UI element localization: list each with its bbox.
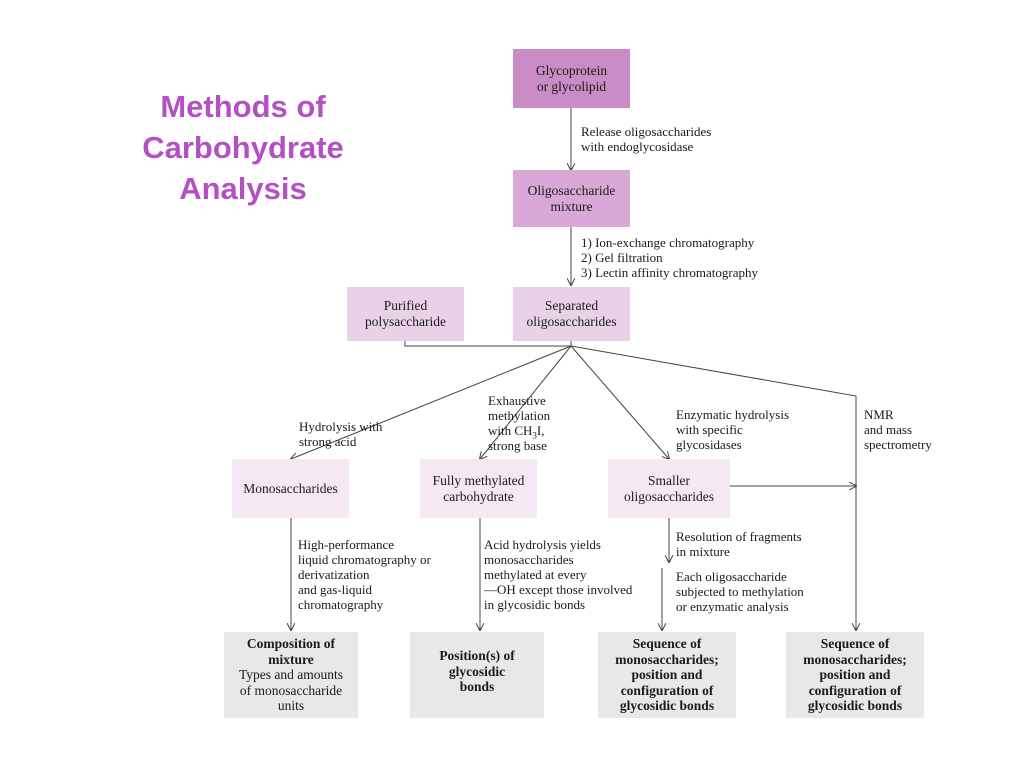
box-smaller-oligosaccharides: Smaller oligosaccharides <box>608 459 730 518</box>
label-line: Resolution of fragments <box>676 529 802 544</box>
connector-purified <box>404 341 571 347</box>
label-line: liquid chromatography or <box>298 552 431 567</box>
title-line: Methods of <box>160 89 326 124</box>
result-text: Position(s) of <box>439 648 515 663</box>
result-text: bonds <box>459 679 495 694</box>
result-text: glycosidic <box>448 663 506 679</box>
label-line: derivatization <box>298 567 370 582</box>
label-line: spectrometry <box>864 437 932 452</box>
diagram-title: Methods of Carbohydrate Analysis <box>118 86 368 209</box>
label-acid-hydrolysis: Acid hydrolysis yields monosaccharides m… <box>484 537 632 612</box>
label-line: methylation <box>488 408 551 423</box>
label-fragment: with CH <box>488 423 533 438</box>
label-line: chromatography <box>298 597 384 612</box>
box-purified-polysaccharide: Purified polysaccharide <box>347 287 464 341</box>
label-subscript: 3 <box>532 430 537 441</box>
label-line: strong base <box>488 438 547 453</box>
box-text: oligosaccharides <box>526 314 617 329</box>
label-nmr: NMR and mass spectrometry <box>864 407 932 452</box>
box-text: Smaller <box>648 472 690 488</box>
label-line: monosaccharides <box>484 552 574 567</box>
title-line: Analysis <box>179 171 307 206</box>
result-detail: units <box>277 698 305 714</box>
result-text: Sequence of <box>632 636 702 652</box>
box-text: Oligosaccharide <box>527 182 616 198</box>
result-text: glycosidic bonds <box>807 698 903 714</box>
label-exhaustive-methylation: Exhaustive methylation with CH3I, strong… <box>488 393 550 453</box>
label-line: with CH3I, <box>488 423 550 441</box>
result-detail: of monosaccharide <box>239 682 343 698</box>
label-line: and gas-liquid <box>298 582 373 597</box>
box-text: Fully methylated <box>432 472 525 488</box>
label-fragment: I, <box>536 423 545 438</box>
arrow-enzymatic <box>570 345 669 459</box>
title-line: Carbohydrate <box>142 130 344 165</box>
label-line: methylated at every <box>484 567 587 582</box>
box-text: polysaccharide <box>365 314 446 329</box>
label-line: 3) Lectin affinity chromatography <box>581 265 759 280</box>
box-text: mixture <box>550 198 593 214</box>
result-text: configuration of <box>620 682 714 698</box>
label-line: Hydrolysis with <box>299 419 383 434</box>
result-text: Composition of <box>246 636 336 652</box>
label-release: Release oligosaccharides with endoglycos… <box>581 124 711 154</box>
result-text: position and <box>631 667 703 683</box>
label-line: Exhaustive <box>488 393 546 408</box>
label-line: or enzymatic analysis <box>676 599 789 614</box>
box-oligosaccharide-mixture: Oligosaccharide mixture <box>513 170 630 227</box>
label-line: subjected to methylation <box>676 584 804 599</box>
label-line: 2) Gel filtration <box>581 250 663 265</box>
label-hplc: High-performance liquid chromatography o… <box>298 537 431 612</box>
box-text: Separated <box>544 298 599 313</box>
result-detail: Types and amounts <box>238 667 344 683</box>
result-sequence-1: Sequence of monosaccharides; position an… <box>598 632 736 718</box>
box-text: Glycoprotein <box>535 62 608 78</box>
label-line: in glycosidic bonds <box>484 597 586 612</box>
box-text: or glycolipid <box>536 78 607 94</box>
label-line: in mixture <box>676 544 730 559</box>
label-resolution: Resolution of fragments in mixture <box>676 529 802 559</box>
label-line: Each oligosaccharide <box>676 569 787 584</box>
label-hydrolysis: Hydrolysis with strong acid <box>299 419 382 449</box>
label-enzymatic: Enzymatic hydrolysis with specific glyco… <box>676 407 789 452</box>
label-line: Enzymatic hydrolysis <box>676 407 790 422</box>
label-line: and mass <box>864 422 913 437</box>
label-line: with endoglycosidase <box>581 139 694 154</box>
box-monosaccharides: Monosaccharides <box>232 459 349 518</box>
arrow-methylation <box>480 345 572 459</box>
result-text: configuration of <box>808 682 902 698</box>
box-text: Purified <box>383 298 428 313</box>
label-line: —OH except those involved <box>484 582 633 597</box>
label-each-oligosaccharide: Each oligosaccharide subjected to methyl… <box>676 569 804 614</box>
box-glycoprotein: Glycoprotein or glycolipid <box>513 49 630 108</box>
label-line: glycosidases <box>676 437 742 452</box>
label-line: High-performance <box>298 537 395 552</box>
label-line: strong acid <box>299 434 357 449</box>
box-fully-methylated: Fully methylated carbohydrate <box>420 459 537 518</box>
result-text: glycosidic bonds <box>619 698 715 714</box>
result-text: monosaccharides; <box>615 651 719 667</box>
label-line: Acid hydrolysis yields <box>484 537 601 552</box>
box-text: oligosaccharides <box>624 488 714 504</box>
label-separation: 1) Ion-exchange chromatography 2) Gel fi… <box>581 235 758 280</box>
label-line: 1) Ion-exchange chromatography <box>581 235 755 250</box>
box-text: Monosaccharides <box>243 480 338 496</box>
label-line: NMR <box>864 407 894 422</box>
arrow-hydrolysis <box>291 345 572 459</box>
result-sequence-2: Sequence of monosaccharides; position an… <box>786 632 924 718</box>
result-composition: Composition of mixture Types and amounts… <box>224 632 358 718</box>
box-text: carbohydrate <box>443 488 514 504</box>
label-line: with specific <box>676 422 743 437</box>
arrow-nmr <box>570 345 856 630</box>
result-position: Position(s) of glycosidic bonds <box>410 632 544 718</box>
result-text: mixture <box>268 651 314 667</box>
result-text: position and <box>819 667 891 683</box>
result-text: Sequence of <box>820 636 890 652</box>
result-text: monosaccharides; <box>803 651 907 667</box>
box-separated-oligosaccharides: Separated oligosaccharides <box>513 287 630 341</box>
label-line: Release oligosaccharides <box>581 124 712 139</box>
